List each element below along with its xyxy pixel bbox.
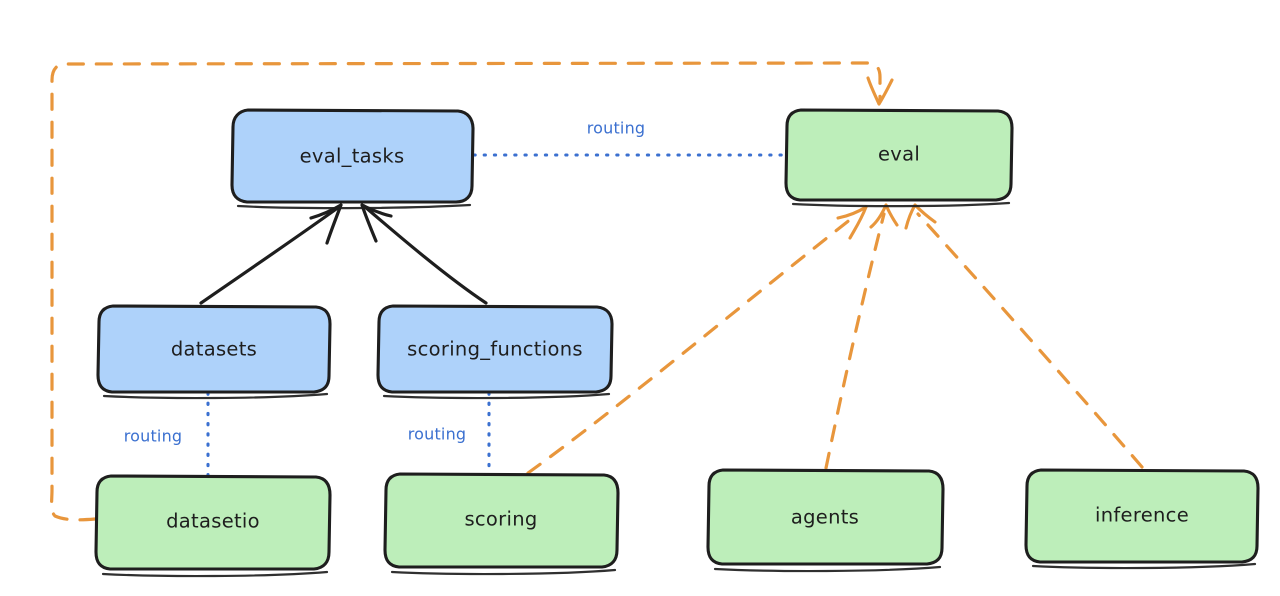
edge-scoring_functions-to-eval_tasks xyxy=(360,203,488,305)
edge-scoring-to-eval xyxy=(526,205,868,475)
node-label-datasets: datasets xyxy=(171,338,257,361)
edge-label-routing-scoring: routing xyxy=(408,425,467,444)
node-label-eval: eval xyxy=(878,143,920,166)
node-eval[interactable]: eval xyxy=(784,108,1014,208)
edge-datasets-to-eval_tasks xyxy=(199,203,343,305)
node-label-scoring: scoring xyxy=(464,508,537,531)
node-label-inference: inference xyxy=(1095,504,1189,527)
edge-datasetio-to-eval xyxy=(50,61,894,522)
edge-label-routing-eval: routing xyxy=(587,119,646,138)
node-eval_tasks[interactable]: eval_tasks xyxy=(230,108,475,210)
node-datasets[interactable]: datasets xyxy=(96,304,332,400)
node-label-scoring_functions: scoring_functions xyxy=(407,338,583,361)
node-label-agents: agents xyxy=(791,506,859,529)
node-scoring_functions[interactable]: scoring_functions xyxy=(376,304,614,400)
node-datasetio[interactable]: datasetio xyxy=(94,474,332,578)
edge-agents-to-eval xyxy=(824,203,899,470)
node-label-eval_tasks: eval_tasks xyxy=(300,145,405,168)
node-label-datasetio: datasetio xyxy=(166,510,260,533)
node-scoring[interactable]: scoring xyxy=(383,472,620,576)
node-inference[interactable]: inference xyxy=(1024,468,1260,570)
edge-label-routing-datasetio: routing xyxy=(124,427,183,446)
node-agents[interactable]: agents xyxy=(706,468,945,573)
edge-inference-to-eval xyxy=(904,203,1144,469)
